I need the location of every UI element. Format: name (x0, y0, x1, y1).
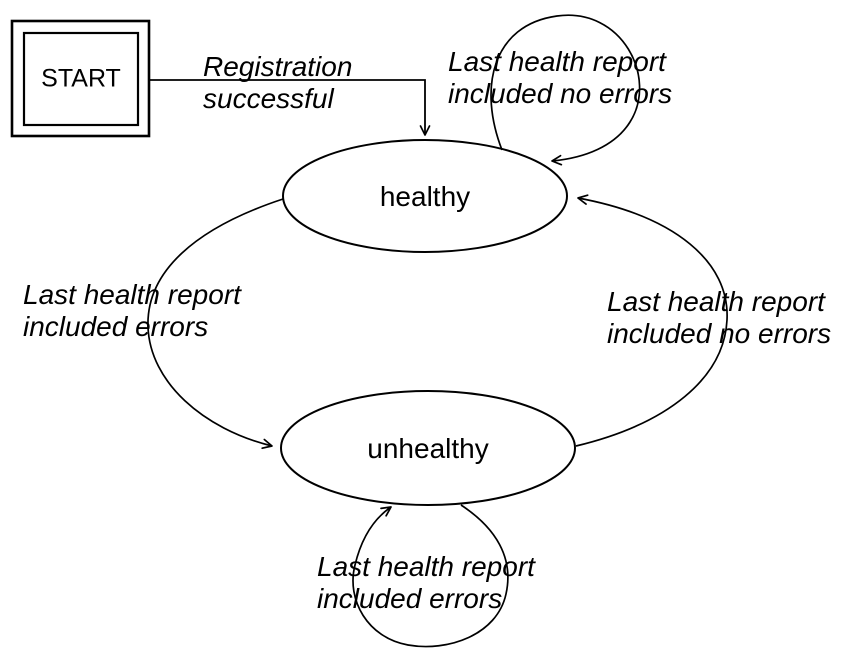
state-unhealthy-label: unhealthy (367, 433, 489, 464)
edge-label-unhealthy-to-healthy: Last health report included no errors (607, 286, 832, 349)
edge-label-healthy-self-loop: Last health report included no errors (448, 46, 673, 109)
state-healthy-label: healthy (379, 181, 471, 212)
edge-label-registration-successful: Registration successful (203, 51, 353, 114)
start-node-outer-box (10, 19, 151, 138)
edge-unhealthy-self-loop (352, 504, 509, 648)
edge-healthy-to-unhealthy (147, 198, 284, 450)
edge-unhealthy-to-healthy (575, 194, 728, 447)
edge-label-unhealthy-self-loop: Last health report included errors (317, 551, 535, 614)
edge-label-healthy-to-unhealthy: Last health report included errors (23, 279, 241, 342)
state-unhealthy-ellipse (280, 390, 576, 506)
edge-healthy-self-loop (490, 14, 641, 166)
start-node-inner-box (22, 31, 140, 127)
start-node-label: START (41, 64, 121, 93)
state-healthy-ellipse (282, 139, 568, 253)
edge-start-to-healthy (149, 79, 431, 136)
